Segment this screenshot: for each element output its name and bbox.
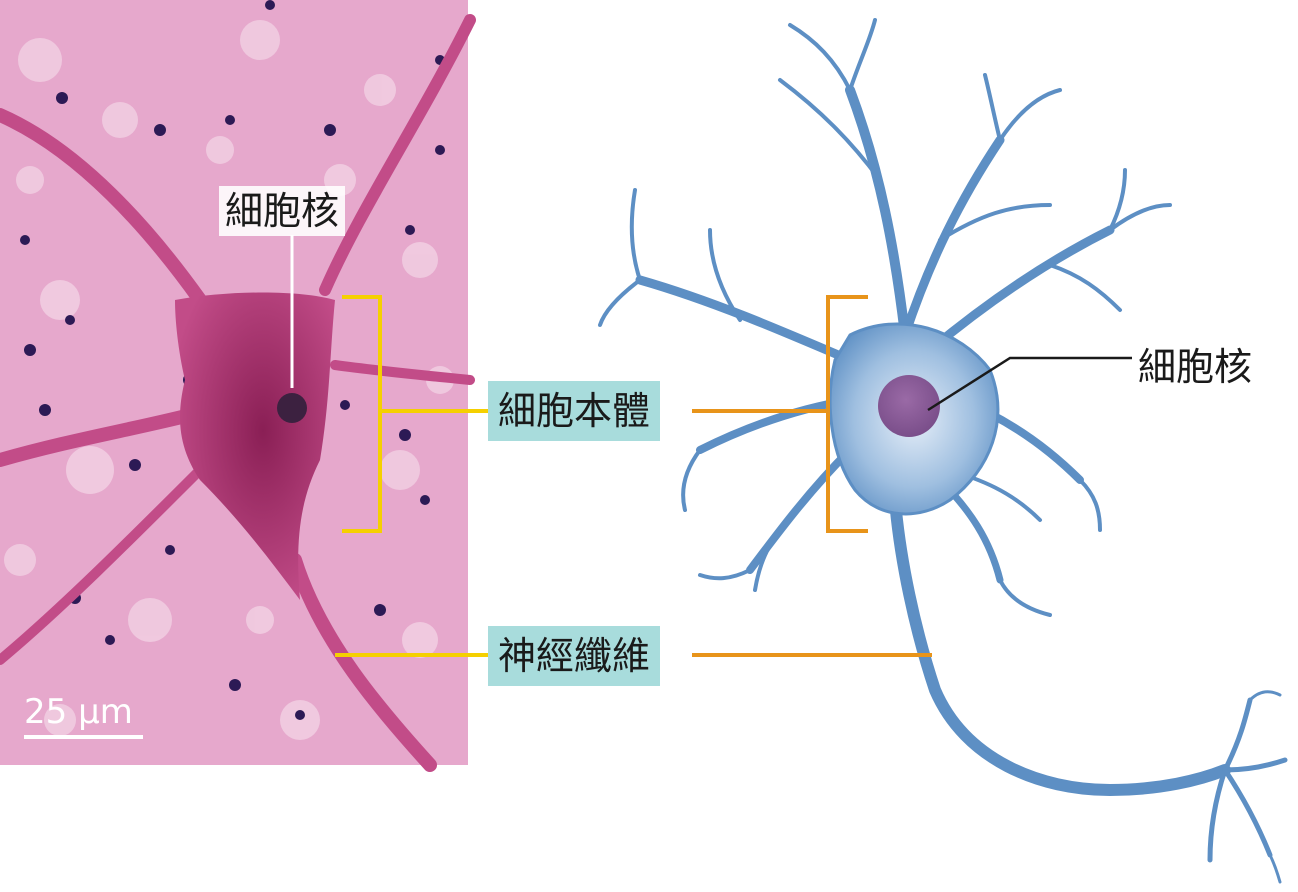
illustration-nucleus <box>878 375 940 437</box>
nucleus-pointer-line <box>927 356 1132 412</box>
cell-body-label: 細胞本體 <box>488 381 661 441</box>
micro-nucleus <box>277 393 307 423</box>
illustration-leaders <box>692 295 932 657</box>
nerve-fiber-label: 神經纖維 <box>488 626 661 686</box>
micrograph-photo <box>0 0 476 772</box>
illustration-nucleus-label: 細胞核 <box>1138 345 1253 389</box>
neuron-illustration <box>598 18 1288 884</box>
micro-leaders <box>335 295 488 657</box>
scale-bar-label: 25 µm <box>24 692 133 732</box>
micro-nucleus-label: 細胞核 <box>219 186 346 236</box>
